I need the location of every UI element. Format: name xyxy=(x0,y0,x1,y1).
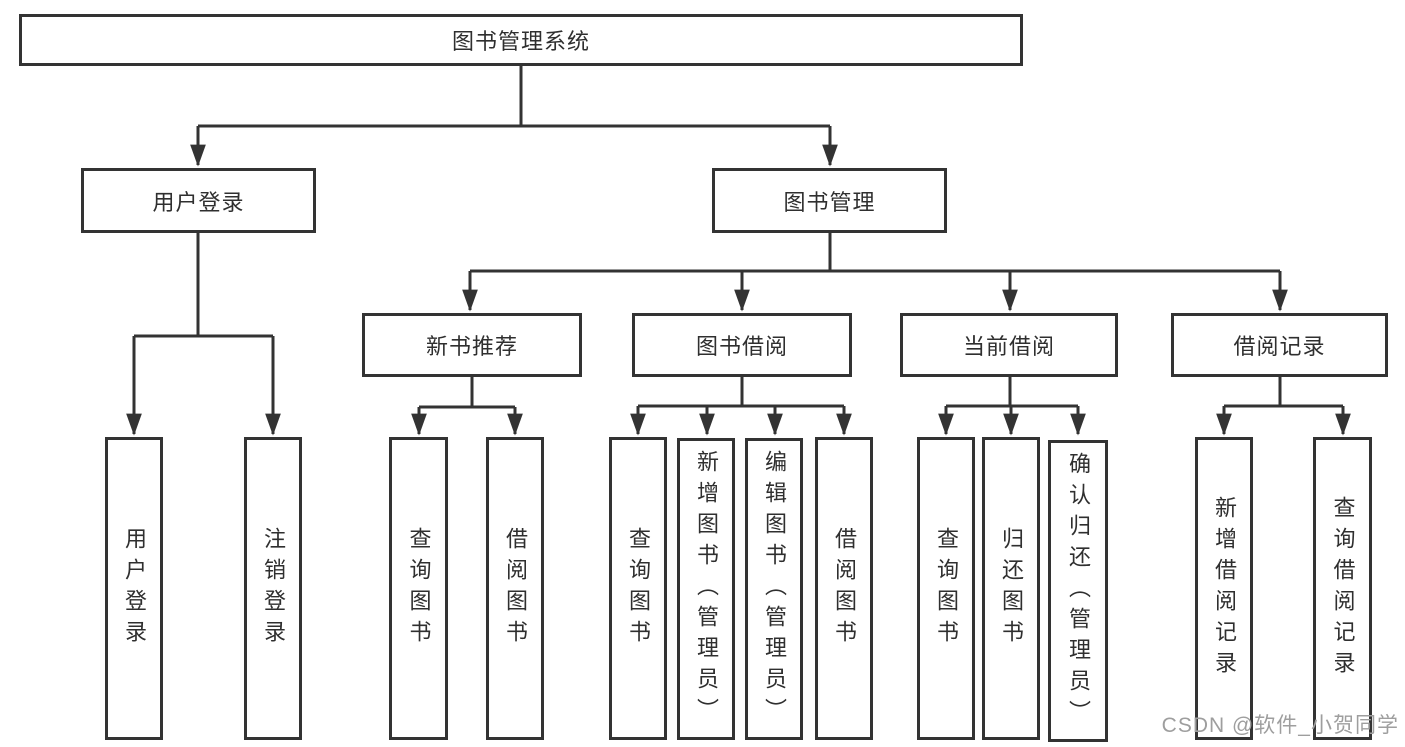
node-current-borrowing: 当前借阅 xyxy=(900,313,1118,377)
node-book-borrowing: 图书借阅 xyxy=(632,313,852,377)
csdn-watermark: CSDN @软件_小贺同学 xyxy=(1161,714,1399,737)
leaf-query-books-borrowing: 查询图书 xyxy=(609,437,667,740)
leaf-add-borrow-record: 新增借阅记录 xyxy=(1195,437,1253,740)
leaf-query-books-current: 查询图书 xyxy=(917,437,975,740)
leaf-edit-book-admin: 编辑图书（管理员） xyxy=(745,438,803,740)
leaf-logout: 注销登录 xyxy=(244,437,302,740)
node-label: 查询图书 xyxy=(626,526,651,651)
node-new-book-recommendation: 新书推荐 xyxy=(362,313,582,377)
node-label: 查询借阅记录 xyxy=(1330,495,1356,682)
leaf-return-books: 归还图书 xyxy=(982,437,1040,740)
node-label: 归还图书 xyxy=(999,526,1024,651)
node-borrowing-records: 借阅记录 xyxy=(1171,313,1388,377)
node-label: 用户登录 xyxy=(122,526,147,651)
node-label: 新增借阅记录 xyxy=(1212,495,1237,682)
node-label: 图书管理 xyxy=(783,189,876,215)
leaf-borrow-books-borrowing: 借阅图书 xyxy=(815,437,873,740)
node-label: 查询图书 xyxy=(406,526,432,651)
node-label: 借阅记录 xyxy=(1233,334,1326,359)
node-user-login: 用户登录 xyxy=(81,168,316,233)
node-label: 借阅图书 xyxy=(503,526,528,651)
node-label: 当前借阅 xyxy=(962,334,1055,359)
node-label: 编辑图书（管理员） xyxy=(762,449,787,729)
node-label: 注销登录 xyxy=(261,526,286,651)
leaf-add-book-admin: 新增图书（管理员） xyxy=(677,438,735,740)
leaf-query-books-recommend: 查询图书 xyxy=(389,437,448,740)
node-label: 图书借阅 xyxy=(695,334,788,359)
node-label: 图书管理系统 xyxy=(451,29,590,54)
node-label: 查询图书 xyxy=(934,526,959,651)
node-library-management-system: 图书管理系统 xyxy=(19,14,1023,66)
node-book-management: 图书管理 xyxy=(712,168,947,233)
node-label: 用户登录 xyxy=(152,189,245,215)
node-label: 新增图书（管理员） xyxy=(694,449,719,729)
node-label: 新书推荐 xyxy=(425,334,518,359)
node-label: 确认归还（管理员） xyxy=(1066,451,1091,731)
leaf-borrow-books-recommend: 借阅图书 xyxy=(486,437,544,740)
leaf-user-login: 用户登录 xyxy=(105,437,163,740)
leaf-query-borrow-record: 查询借阅记录 xyxy=(1313,437,1372,740)
leaf-confirm-return-admin: 确认归还（管理员） xyxy=(1048,440,1108,742)
node-label: 借阅图书 xyxy=(832,526,857,651)
